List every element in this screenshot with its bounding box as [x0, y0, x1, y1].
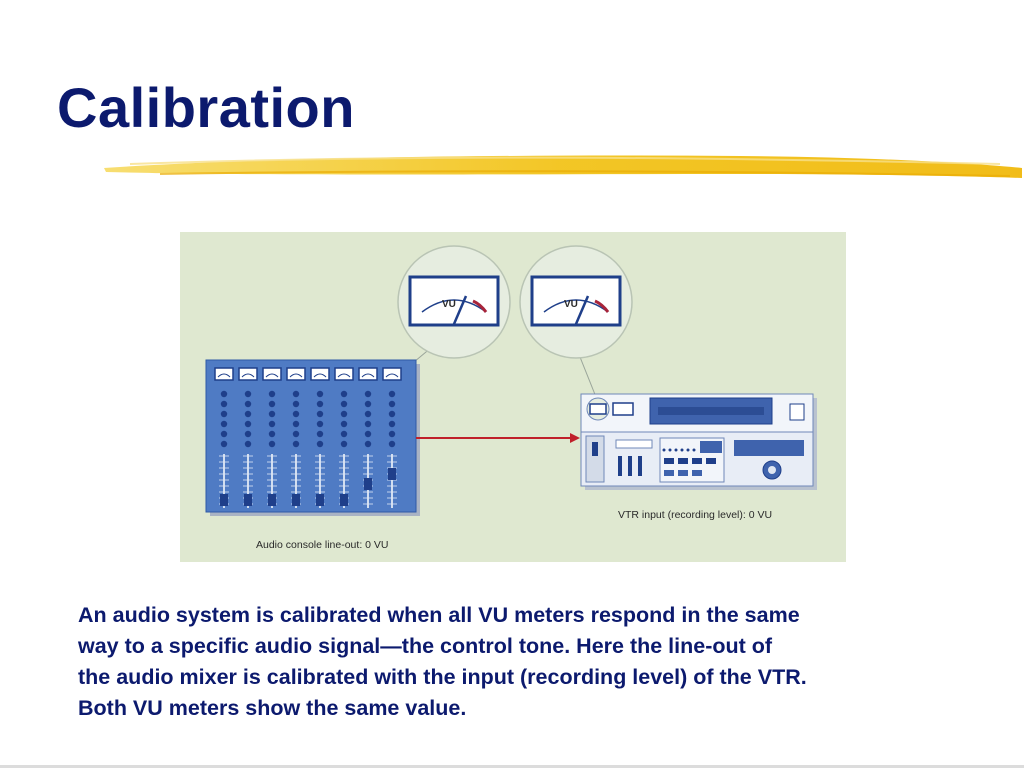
channel-knob-icon — [244, 430, 252, 438]
channel-knob-icon — [364, 420, 372, 428]
channel-knob-icon — [268, 390, 276, 398]
channel-knob-icon — [364, 430, 372, 438]
channel-fader-icon — [316, 494, 324, 506]
calibration-diagram: VU VU — [180, 232, 846, 562]
channel-knob-icon — [292, 440, 300, 448]
console-channel-strip — [358, 367, 378, 508]
caption-line: An audio system is calibrated when all V… — [78, 603, 800, 627]
channel-knob-icon — [292, 430, 300, 438]
console-line-out-label: Audio console line-out: 0 VU — [256, 539, 389, 551]
channel-knob-icon — [340, 420, 348, 428]
caption-line: Both VU meters show the same value. — [78, 696, 467, 720]
console-channel-strip — [214, 367, 234, 508]
console-channel-strip — [238, 367, 258, 508]
channel-fader-icon — [220, 494, 228, 506]
vtr-input-label: VTR input (recording level): 0 VU — [618, 509, 772, 521]
slide-caption: An audio system is calibrated when all V… — [78, 600, 958, 724]
channel-knob-icon — [268, 440, 276, 448]
channel-fader-icon — [292, 494, 300, 506]
channel-fader-icon — [340, 494, 348, 506]
channel-knob-icon — [340, 430, 348, 438]
channel-knob-icon — [292, 410, 300, 418]
channel-knob-icon — [268, 420, 276, 428]
console-channel-strip — [286, 367, 306, 508]
channel-knob-icon — [364, 440, 372, 448]
channel-knob-icon — [292, 390, 300, 398]
channel-knob-icon — [316, 410, 324, 418]
console-vu-meter-icon: VU — [397, 245, 511, 359]
channel-knob-icon — [220, 410, 228, 418]
channel-knob-icon — [220, 400, 228, 408]
console-channel-strip — [382, 367, 402, 508]
channel-knob-icon — [220, 430, 228, 438]
channel-knob-icon — [364, 410, 372, 418]
channel-knob-icon — [364, 390, 372, 398]
channel-knob-icon — [316, 390, 324, 398]
channel-fader-icon — [364, 478, 372, 490]
vtr-meter-label: VU — [564, 299, 578, 310]
channel-knob-icon — [268, 400, 276, 408]
slide-title: Calibration — [57, 76, 355, 139]
channel-knob-icon — [364, 400, 372, 408]
channel-knob-icon — [340, 440, 348, 448]
title-underline-highlight — [104, 155, 1022, 178]
channel-knob-icon — [268, 430, 276, 438]
channel-fader-icon — [244, 494, 252, 506]
channel-knob-icon — [292, 420, 300, 428]
channel-knob-icon — [388, 400, 396, 408]
vtr-vu-meter-icon: VU — [519, 245, 633, 359]
caption-line: the audio mixer is calibrated with the i… — [78, 665, 807, 689]
channel-knob-icon — [340, 410, 348, 418]
channel-knob-icon — [340, 400, 348, 408]
channel-knob-icon — [316, 440, 324, 448]
channel-fader-icon — [268, 494, 276, 506]
channel-knob-icon — [244, 390, 252, 398]
console-channels — [214, 367, 402, 508]
vtr-deck-icon — [580, 393, 817, 490]
channel-knob-icon — [316, 430, 324, 438]
channel-knob-icon — [340, 390, 348, 398]
channel-knob-icon — [244, 440, 252, 448]
bottom-rule — [0, 765, 1024, 768]
console-channel-strip — [262, 367, 282, 508]
channel-knob-icon — [244, 420, 252, 428]
console-channel-strip — [334, 367, 354, 508]
calibration-diagram-art: VU VU — [205, 245, 817, 551]
channel-knob-icon — [388, 430, 396, 438]
channel-fader-icon — [388, 468, 396, 480]
signal-arrow-icon — [416, 433, 580, 443]
console-channel-strip — [310, 367, 330, 508]
channel-knob-icon — [268, 410, 276, 418]
console-meter-label: VU — [442, 299, 456, 310]
audio-console-icon — [205, 359, 420, 516]
channel-knob-icon — [220, 440, 228, 448]
channel-knob-icon — [316, 400, 324, 408]
channel-knob-icon — [220, 420, 228, 428]
channel-knob-icon — [388, 420, 396, 428]
channel-knob-icon — [244, 410, 252, 418]
channel-knob-icon — [388, 440, 396, 448]
channel-knob-icon — [292, 400, 300, 408]
channel-knob-icon — [220, 390, 228, 398]
caption-line: way to a specific audio signal—the contr… — [78, 634, 773, 658]
channel-knob-icon — [244, 400, 252, 408]
channel-knob-icon — [316, 420, 324, 428]
channel-knob-icon — [388, 390, 396, 398]
channel-knob-icon — [388, 410, 396, 418]
